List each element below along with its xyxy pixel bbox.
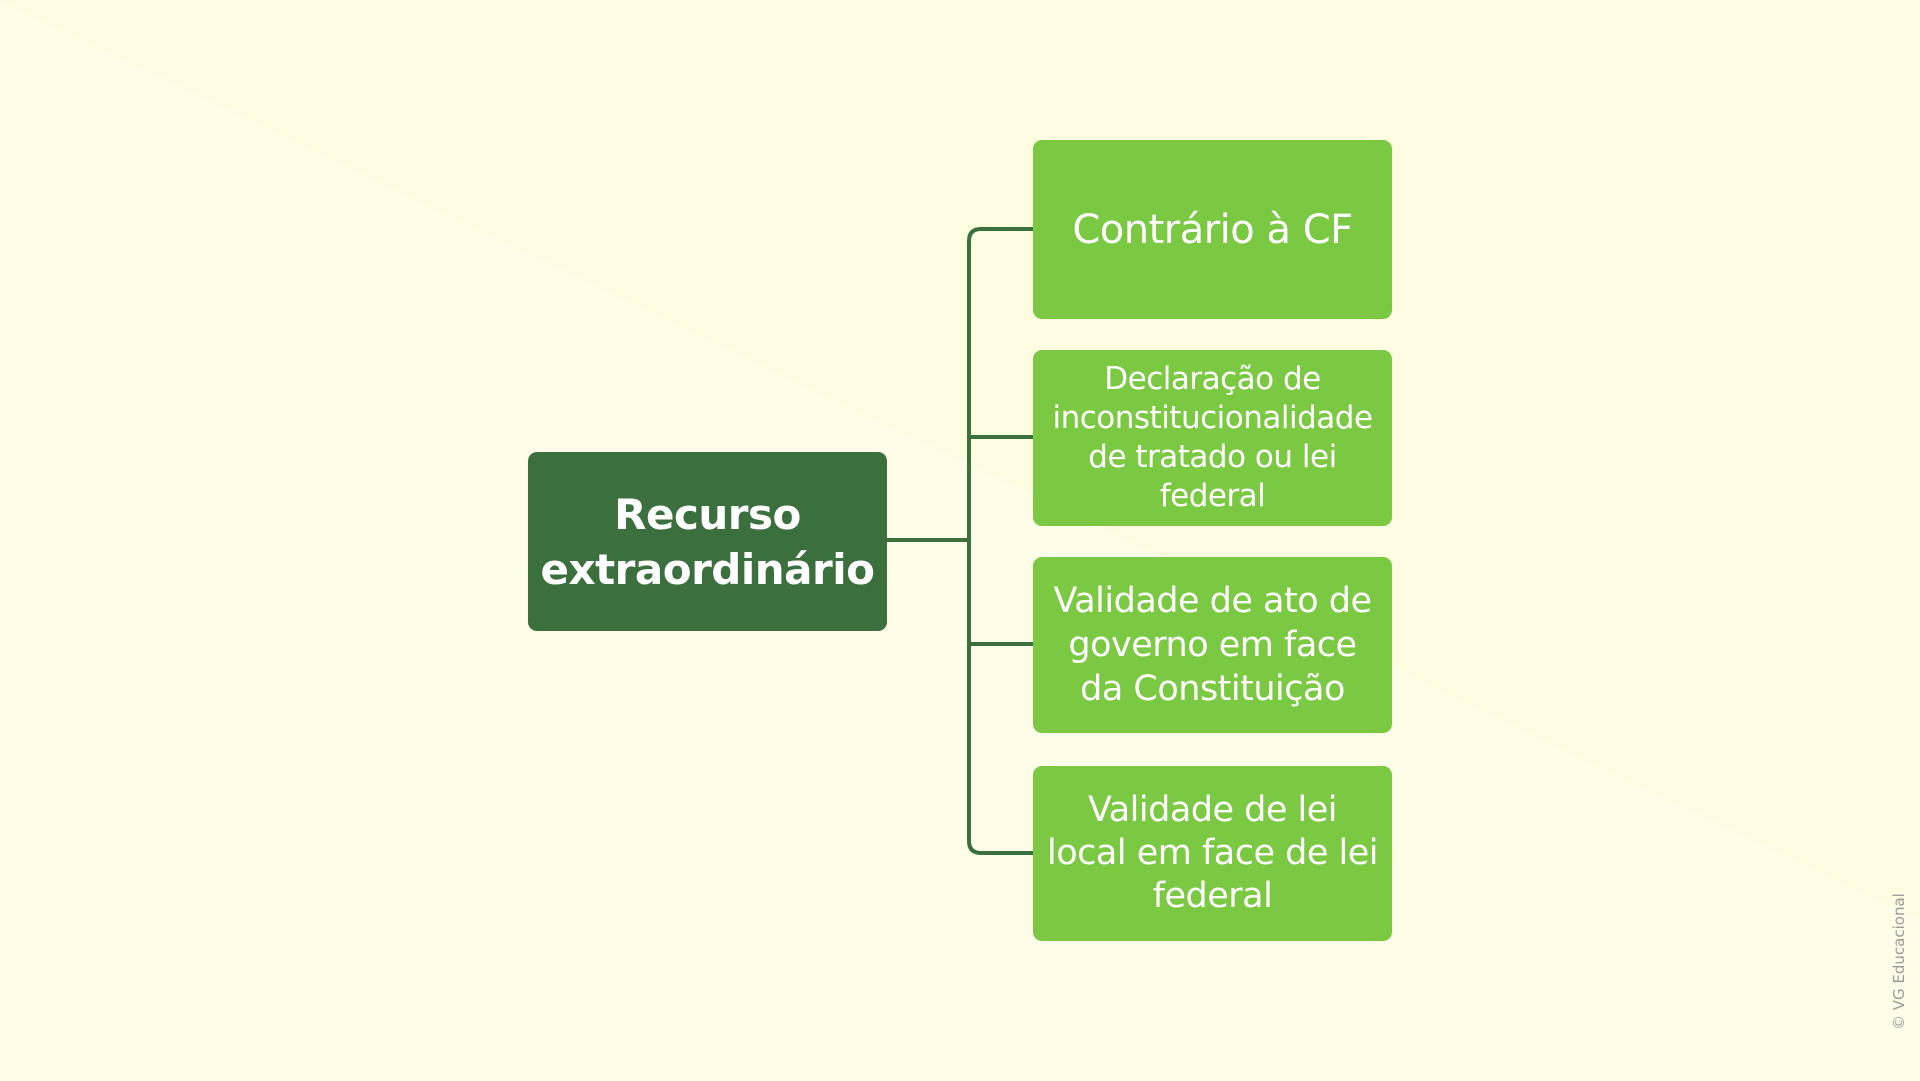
child-node-validade-lei-local: Validade de lei local em face de lei fed… bbox=[1033, 766, 1392, 941]
child-node-label: Declaração de inconstitucionalidade de t… bbox=[1052, 361, 1373, 514]
child-node-label: Validade de lei local em face de lei fed… bbox=[1047, 790, 1378, 916]
child-node-label: Validade de ato de governo em face da Co… bbox=[1053, 581, 1373, 709]
root-node: Recurso extraordinário bbox=[528, 452, 887, 631]
tree-spine bbox=[967, 227, 1033, 855]
child-node-label: Contrário à CF bbox=[1072, 206, 1353, 253]
child-node-validade-ato-governo: Validade de ato de governo em face da Co… bbox=[1033, 557, 1392, 733]
root-node-label: Recurso extraordinário bbox=[540, 489, 875, 594]
child-node-declaracao-inconstitucionalidade: Declaração de inconstitucionalidade de t… bbox=[1033, 350, 1392, 526]
child-node-contrario-cf: Contrário à CF bbox=[1033, 140, 1392, 319]
copyright-notice: © VG Educacional bbox=[1890, 893, 1908, 1030]
